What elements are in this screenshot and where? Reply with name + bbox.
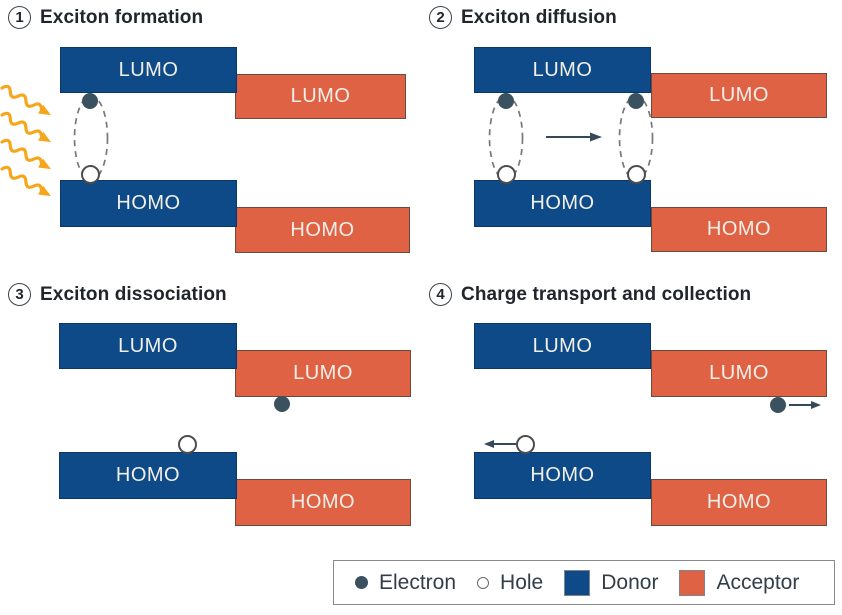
panel-exciton-diffusion: 2 Exciton diffusion LUMO LUMO HOMO HOMO [421,0,842,270]
legend: Electron Hole Donor Acceptor [333,560,835,605]
electron-dot [498,93,514,109]
donor-homo-box: HOMO [474,180,651,227]
legend-item-hole: Hole [477,571,543,595]
donor-swatch [564,569,591,596]
legend-item-donor: Donor [564,569,659,596]
donor-homo-box: HOMO [59,452,237,499]
electron-dot-icon [355,576,368,589]
legend-item-electron: Electron [355,571,456,595]
lumo-label: LUMO [709,84,769,106]
photon-arrows-icon [0,84,51,197]
step-number-badge: 4 [429,283,452,306]
homo-label: HOMO [706,218,772,240]
lumo-label: LUMO [118,334,178,357]
acceptor-homo-box: HOMO [235,207,410,253]
panel-title: Exciton formation [40,6,204,28]
legend-label: Donor [601,570,659,594]
acceptor-homo-box: HOMO [651,207,827,252]
acceptor-lumo-box: LUMO [235,350,411,397]
panel-exciton-formation: 1 Exciton formation LUMO LUMO HOMO HOMO [0,0,421,270]
panel-charge-transport: 4 Charge transport and collection LUMO L… [421,270,842,550]
homo-label: HOMO [290,491,356,513]
panel-exciton-dissociation: 3 Exciton dissociation LUMO LUMO HOMO HO… [0,270,421,550]
acceptor-homo-box: HOMO [235,479,411,526]
electron-dot [770,397,786,413]
hole-dot [627,165,646,184]
donor-lumo-box: LUMO [59,323,237,369]
acceptor-lumo-box: LUMO [235,74,406,119]
legend-label: Electron [379,570,457,594]
acceptor-lumo-box: LUMO [651,73,827,118]
electron-dot [628,93,644,109]
homo-label: HOMO [290,218,355,241]
donor-lumo-box: LUMO [60,47,237,93]
step-number-badge: 3 [8,283,31,306]
hole-arrow-icon [484,440,516,448]
panel-header: 2 Exciton diffusion [429,6,617,29]
homo-label: HOMO [530,192,595,214]
diffusion-arrow-icon [546,132,602,142]
electron-arrow-icon [789,401,821,409]
panel-title: Charge transport and collection [461,283,752,305]
lumo-label: LUMO [290,85,351,107]
step-number-badge: 2 [429,6,452,29]
panel-title: Exciton diffusion [461,6,617,28]
hole-dot [81,165,100,184]
lumo-label: LUMO [293,362,353,384]
panel-header: 3 Exciton dissociation [8,283,227,306]
homo-label: HOMO [706,491,772,513]
donor-homo-box: HOMO [474,452,651,499]
panel-header: 4 Charge transport and collection [429,283,751,306]
panel-header: 1 Exciton formation [8,6,203,29]
lumo-label: LUMO [709,362,769,384]
acceptor-homo-box: HOMO [651,479,827,526]
homo-label: HOMO [530,464,595,486]
electron-dot [82,93,98,109]
legend-label: Acceptor [716,570,800,594]
homo-label: HOMO [115,464,181,486]
homo-label: HOMO [116,192,181,214]
lumo-label: LUMO [118,58,179,81]
hole-dot [497,165,516,184]
donor-lumo-box: LUMO [474,47,651,93]
step-number-badge: 1 [8,6,31,29]
panel-title: Exciton dissociation [40,283,227,305]
hole-circle-icon [477,576,490,589]
lumo-label: LUMO [532,334,593,357]
legend-item-acceptor: Acceptor [679,569,800,596]
donor-homo-box: HOMO [60,180,237,227]
lumo-label: LUMO [532,58,593,81]
acceptor-lumo-box: LUMO [651,350,827,397]
electron-dot [274,396,290,412]
hole-dot [516,435,535,454]
acceptor-swatch [679,569,706,596]
hole-dot [178,435,197,454]
legend-label: Hole [500,570,544,594]
donor-lumo-box: LUMO [474,323,651,369]
